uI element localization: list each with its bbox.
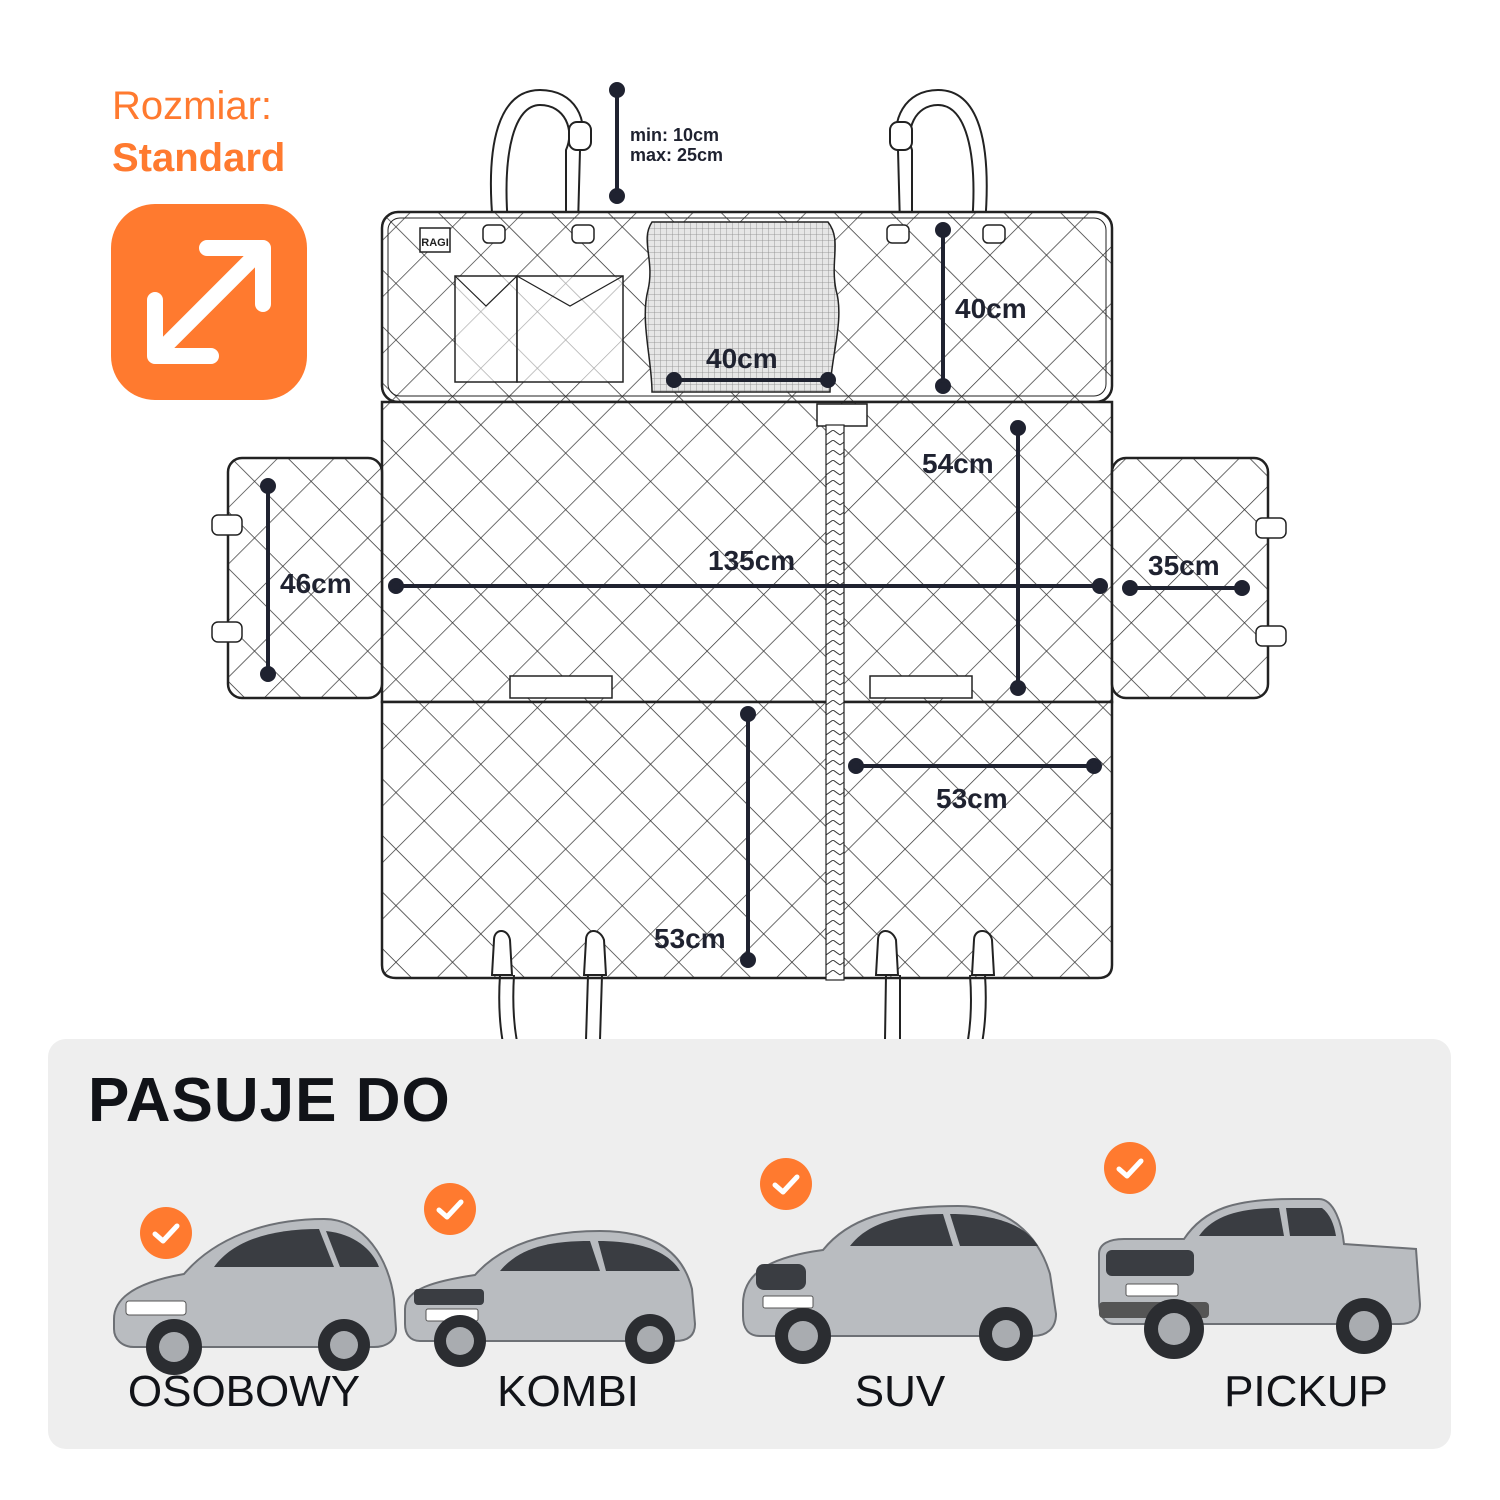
check-icon: [140, 1207, 192, 1259]
front-flap-height-label: 53cm: [654, 923, 726, 954]
size-label-title: Rozmiar:: [112, 84, 273, 128]
fits-panel: PASUJE DO OSOBOWY KOMBI: [48, 1039, 1451, 1449]
car-wagon-image: [404, 1229, 697, 1367]
car-pickup-image: [1098, 1198, 1422, 1359]
car-label: SUV: [854, 1367, 946, 1416]
dimension-lines: [260, 82, 1250, 968]
car-card-suv: SUV: [738, 1158, 1058, 1416]
side-flap-width-label: 35cm: [1148, 550, 1220, 581]
check-icon: [424, 1183, 476, 1235]
car-card-osobowy: OSOBOWY: [104, 1189, 404, 1419]
check-icon: [1104, 1142, 1156, 1194]
backrest-panel: RAGI: [380, 210, 1114, 404]
seat-cover-diagram: RAGI: [211, 82, 1287, 1040]
brand-logo: RAGI: [421, 237, 449, 249]
side-flap-height-label: 46cm: [280, 568, 352, 599]
total-width-label: 135cm: [708, 545, 795, 576]
car-label: OSOBOWY: [127, 1367, 361, 1416]
strap-min-label: min: 10cm: [630, 125, 719, 145]
car-card-kombi: KOMBI: [400, 1183, 700, 1419]
size-label: Rozmiar: Standard: [112, 80, 285, 184]
front-flap-width-label: 53cm: [936, 783, 1008, 814]
top-straps: [489, 88, 988, 226]
fits-title: PASUJE DO: [88, 1066, 451, 1135]
seat-depth-label: 54cm: [922, 448, 994, 479]
seat-panel: [380, 400, 1114, 704]
backrest-height-label: 40cm: [955, 293, 1027, 324]
car-suv-image: [742, 1204, 1058, 1364]
expand-diagonal-icon: [111, 204, 307, 400]
strap-max-label: max: 25cm: [630, 145, 723, 165]
bottom-straps: [490, 930, 996, 1040]
check-icon: [760, 1158, 812, 1210]
mesh-width-label: 40cm: [706, 343, 778, 374]
car-card-pickup: PICKUP: [1094, 1142, 1422, 1416]
car-label: PICKUP: [1224, 1367, 1388, 1416]
size-label-value: Standard: [112, 136, 286, 180]
car-hatchback-image: [113, 1217, 398, 1375]
car-label: KOMBI: [497, 1367, 639, 1416]
